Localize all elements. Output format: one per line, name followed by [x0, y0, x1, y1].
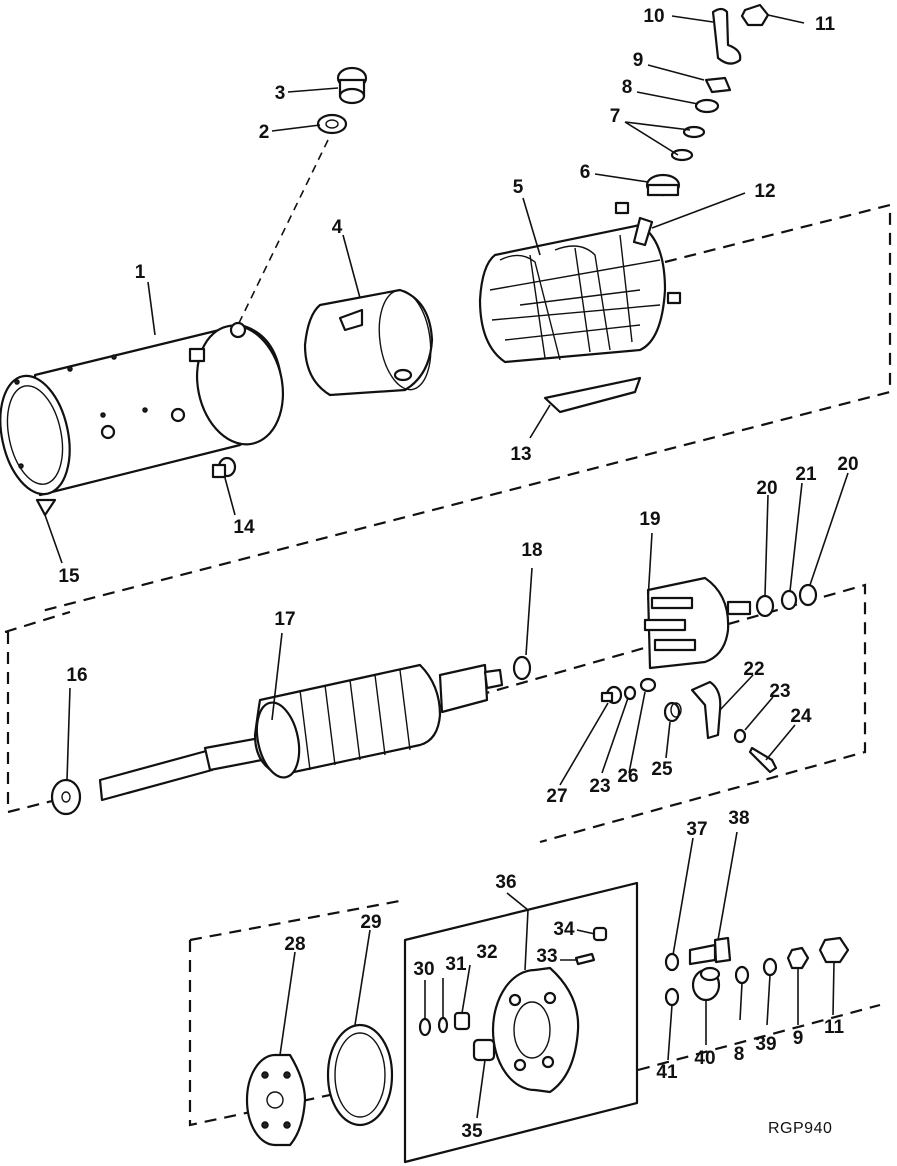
callout-38: 38	[728, 808, 749, 829]
callout-29: 29	[360, 912, 381, 933]
o-ring-part	[326, 1023, 394, 1127]
spring-part-25	[663, 701, 682, 723]
callout-19: 19	[639, 509, 660, 530]
plug-part-34	[592, 926, 608, 942]
leader-lines	[44, 14, 849, 1119]
callout-11: 11	[815, 14, 836, 35]
callout-25: 25	[651, 759, 673, 780]
callout-1: 1	[135, 262, 146, 283]
pin-part-33	[574, 952, 596, 966]
callout-5: 5	[513, 177, 524, 198]
callout-18: 18	[521, 540, 542, 561]
callout-32: 32	[476, 942, 497, 963]
callout-12: 12	[754, 181, 775, 202]
index-mark-part	[35, 498, 57, 517]
callout-11b: 11	[824, 1017, 845, 1038]
callout-8: 8	[622, 77, 633, 98]
motor-frame-part	[0, 321, 285, 497]
nut-part-26	[639, 677, 657, 693]
screw-part-14	[211, 456, 237, 479]
pole-piece-part	[543, 376, 642, 414]
callout-6: 6	[580, 162, 591, 183]
bushing-part-32	[453, 1011, 471, 1031]
washer-part-8b	[734, 965, 750, 985]
callout-30: 30	[413, 959, 434, 980]
washer-part-20b	[798, 583, 818, 607]
lock-washer-part-23a	[623, 685, 637, 701]
callout-34: 34	[553, 919, 575, 940]
callout-23b: 23	[589, 776, 610, 797]
screw-part-3	[336, 66, 368, 105]
callout-27: 27	[546, 786, 567, 807]
callout-21: 21	[795, 464, 817, 485]
callout-8b: 8	[734, 1044, 745, 1065]
lock-washer-part-39	[762, 957, 778, 977]
armature-part	[98, 663, 504, 802]
callout-4: 4	[332, 217, 343, 238]
bushing-part-30	[418, 1017, 432, 1037]
callout-39: 39	[755, 1034, 776, 1055]
washer-part-37	[664, 952, 680, 972]
washer-part-21	[780, 589, 798, 611]
pole-shoe-part	[303, 288, 434, 397]
callout-labels: 1 2 3 4 5 6 7 8 9 10 11 12 13 14 15 16 1…	[58, 6, 858, 1142]
callout-16: 16	[66, 665, 87, 686]
callout-15: 15	[58, 566, 80, 587]
figure-reference-code: RGP940	[768, 1120, 832, 1137]
brush-holder-part	[643, 576, 752, 670]
commutator-end-frame-part	[491, 966, 580, 1094]
callout-14: 14	[233, 517, 255, 538]
callout-26: 26	[617, 766, 638, 787]
washer-part-41	[664, 987, 680, 1007]
callout-40: 40	[694, 1048, 715, 1069]
armature-group-outline	[4, 583, 867, 844]
field-coil-part	[478, 201, 682, 364]
callout-31: 31	[445, 954, 467, 975]
seal-part-31	[437, 1016, 449, 1034]
washer-part-2	[316, 113, 348, 135]
callout-22: 22	[743, 659, 764, 680]
terminal-stud-part	[632, 216, 654, 247]
callout-36: 36	[495, 872, 516, 893]
callout-7: 7	[610, 106, 621, 127]
nut-part-9b	[786, 946, 810, 970]
callout-10: 10	[643, 6, 664, 27]
bushing-part-35	[472, 1038, 496, 1062]
screw-part-27	[600, 685, 623, 705]
end-frame-box	[403, 881, 639, 1164]
callout-9b: 9	[793, 1028, 804, 1049]
callout-13: 13	[510, 444, 531, 465]
brush-spring-part	[690, 680, 722, 740]
callout-41: 41	[656, 1062, 678, 1083]
lock-washer-part-23b	[733, 728, 747, 744]
callout-23a: 23	[769, 681, 790, 702]
callout-24: 24	[790, 706, 812, 727]
callout-33: 33	[536, 946, 557, 967]
callout-17: 17	[274, 609, 295, 630]
terminal-hardware	[645, 3, 770, 197]
callout-9: 9	[633, 50, 644, 71]
callout-35: 35	[461, 1121, 483, 1142]
callout-20a: 20	[756, 478, 777, 499]
callout-2: 2	[259, 122, 270, 143]
bolt-part-38	[688, 936, 732, 966]
thrust-washer-part-16	[50, 778, 82, 816]
washer-part-20a	[755, 594, 775, 618]
callout-3: 3	[275, 83, 286, 104]
callout-28: 28	[284, 934, 305, 955]
nut-part-11b	[818, 936, 850, 964]
callout-20b: 20	[837, 454, 858, 475]
callout-37: 37	[686, 819, 707, 840]
washer-part-18	[512, 655, 532, 681]
field-group-outline	[37, 203, 892, 614]
insulator-part-40	[691, 966, 721, 1002]
end-plate-part	[245, 1053, 307, 1147]
